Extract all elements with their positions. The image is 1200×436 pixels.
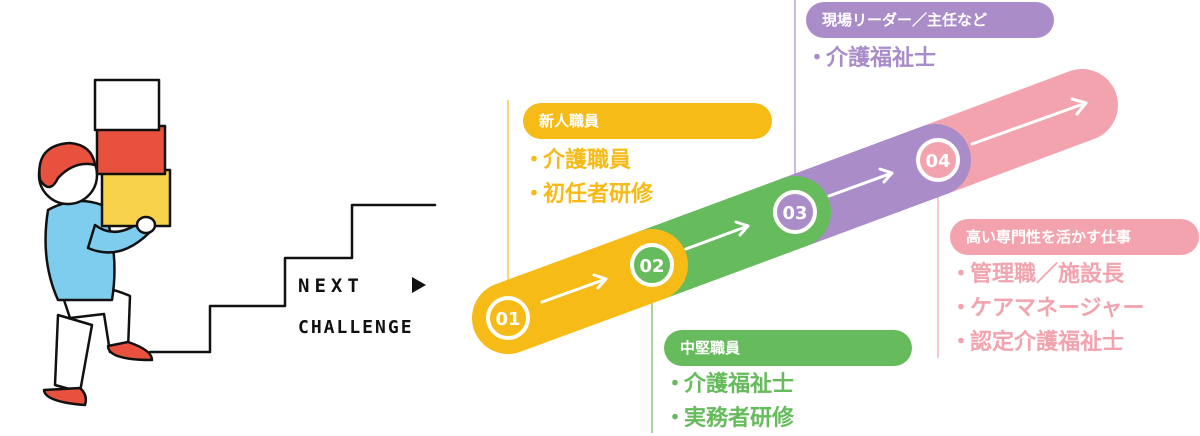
list-item: ・初任者研修	[523, 182, 654, 207]
box-red	[95, 124, 167, 176]
list-item: ・ケアマネージャー	[950, 296, 1145, 321]
person-illustration	[37, 78, 437, 407]
step-circle-04: 04	[916, 138, 960, 182]
arrow-right-icon	[540, 273, 608, 304]
back-shoe	[42, 386, 88, 407]
step-number: 02	[639, 256, 664, 277]
arrow-right-icon	[684, 220, 750, 251]
step-number: 01	[495, 309, 520, 330]
list-item: ・介護福祉士	[806, 46, 937, 71]
step-circle-02: 02	[630, 243, 674, 287]
list-item: ・実務者研修	[664, 406, 795, 431]
list-item: ・認定介護福祉士	[950, 330, 1125, 355]
stairs	[148, 203, 437, 354]
list-newbie: ・介護職員 ・初任者研修	[523, 144, 653, 212]
play-triangle-icon	[412, 277, 426, 293]
arrow-right-icon	[827, 167, 894, 198]
list-mid: ・介護福祉士 ・実務者研修	[664, 368, 794, 436]
step-circle-03: 03	[773, 190, 817, 234]
front-shoe	[106, 340, 154, 362]
label-newbie: 新人職員	[523, 103, 772, 139]
hair	[38, 141, 97, 189]
label-mid: 中堅職員	[664, 330, 912, 366]
box-yellow	[100, 168, 172, 228]
step-circle-01: 01	[486, 296, 530, 340]
box-white	[93, 78, 161, 132]
next-text: NEXT	[298, 275, 364, 297]
arrow-right-icon	[970, 97, 1088, 146]
step-number: 03	[782, 203, 807, 224]
list-item: ・介護職員	[523, 148, 632, 173]
list-expert: ・管理職／施設長 ・ケアマネージャー ・認定介護福祉士	[950, 258, 1144, 360]
band-01	[472, 229, 688, 354]
list-leader: ・介護福祉士	[806, 42, 936, 76]
list-item: ・介護福祉士	[664, 372, 795, 397]
label-leader: 現場リーダー／主任など	[806, 2, 1054, 38]
label-expert: 高い専門性を活かす仕事	[950, 219, 1199, 255]
step-number: 04	[925, 151, 950, 172]
list-item: ・管理職／施設長	[950, 262, 1125, 287]
challenge-text: CHALLENGE	[298, 317, 414, 338]
